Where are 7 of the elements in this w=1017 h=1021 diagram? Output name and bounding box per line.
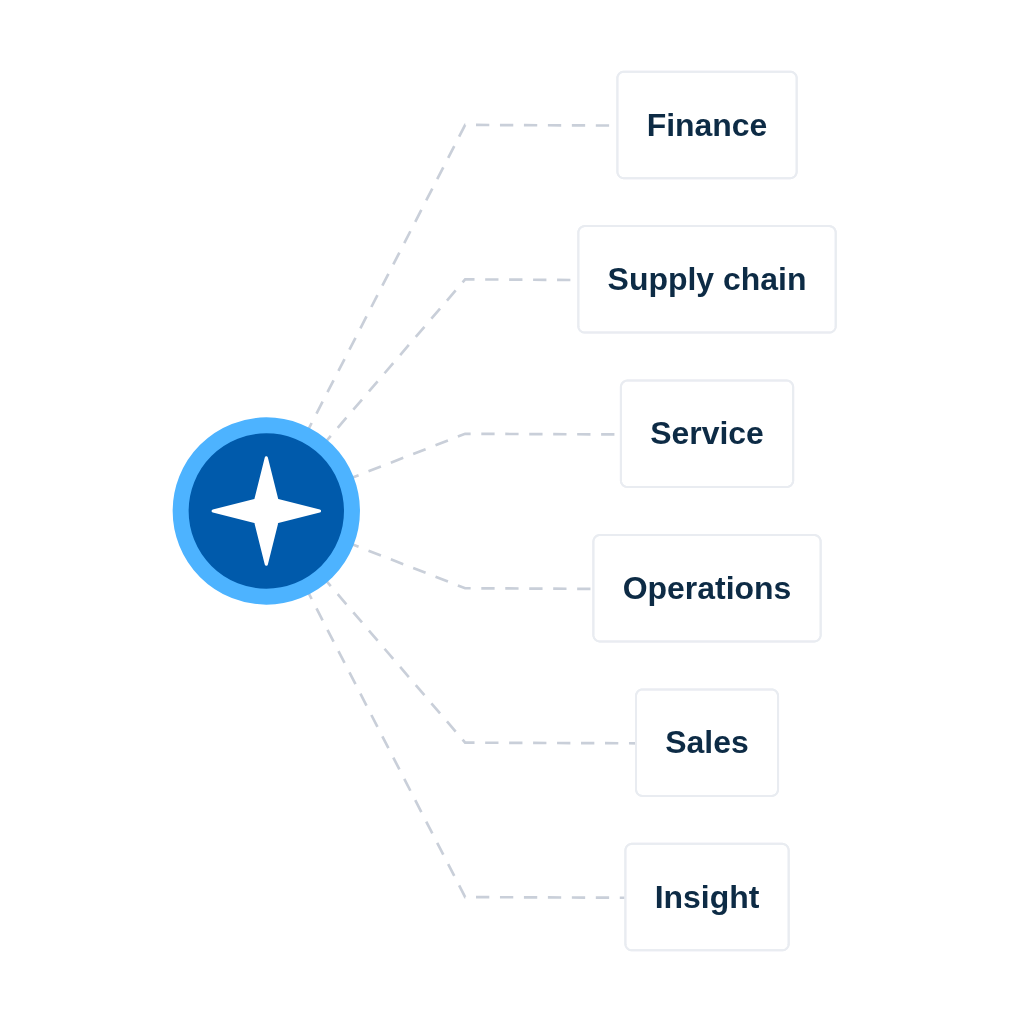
node-text: Insight xyxy=(654,877,760,914)
node-text: Finance xyxy=(646,105,768,142)
node-text: Supply chain xyxy=(607,260,807,297)
node-text: Service xyxy=(650,414,765,451)
node-circle xyxy=(172,416,361,605)
node-text: Sales xyxy=(665,723,750,760)
node-text: Operations xyxy=(622,569,792,606)
